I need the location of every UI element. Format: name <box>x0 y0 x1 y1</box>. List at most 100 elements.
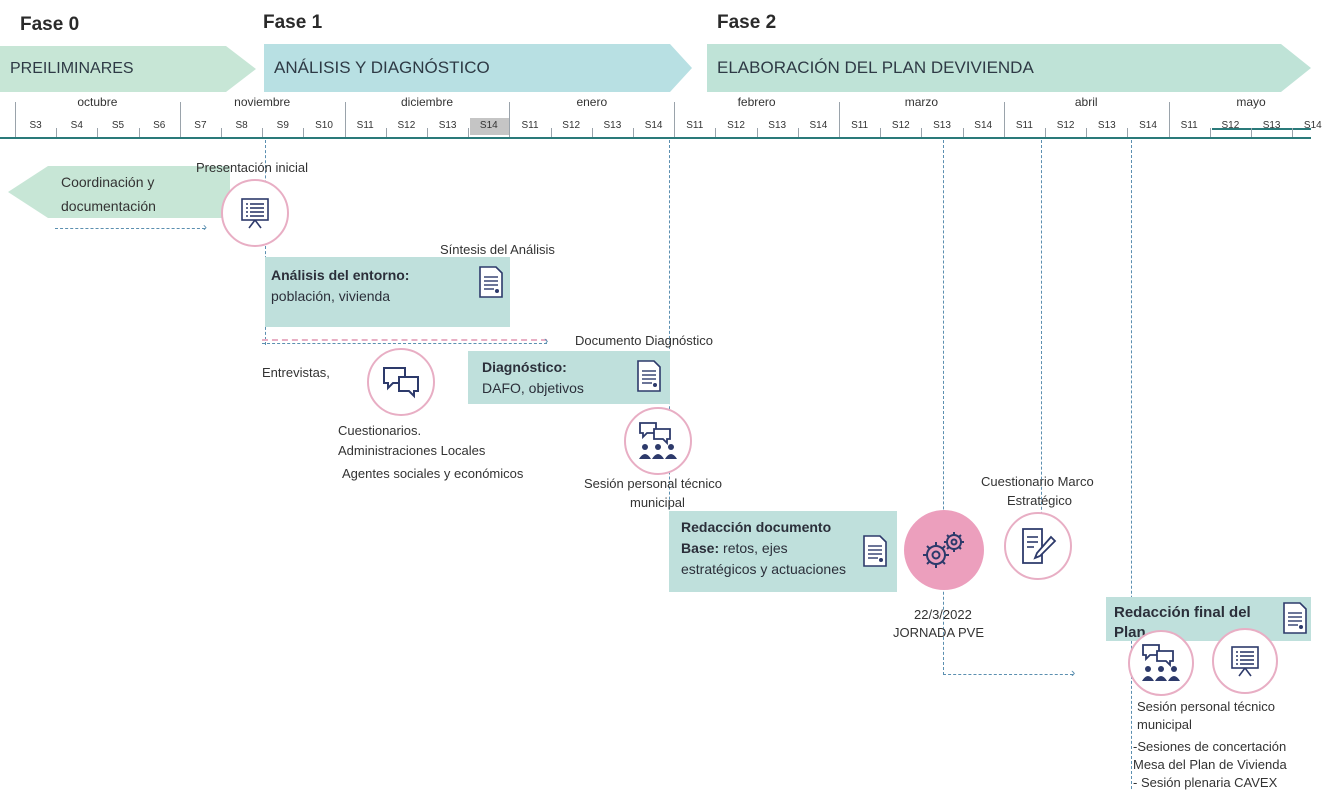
week-tick <box>1209 128 1211 137</box>
week-label: S12 <box>727 120 745 131</box>
marzo-line <box>943 140 944 675</box>
coordination-dashed-arrow <box>55 228 205 229</box>
week-label: S12 <box>397 120 416 131</box>
week-tick <box>756 128 758 137</box>
presentacion-circle <box>221 179 289 247</box>
analisis-box: Análisis del entorno: población, viviend… <box>265 257 510 327</box>
edit-document-icon <box>1022 528 1057 564</box>
week-label: S14 <box>1303 120 1322 131</box>
week-tick <box>1127 128 1129 137</box>
week-label: S4 <box>70 120 83 131</box>
week-tick <box>262 128 264 137</box>
week-tick <box>97 128 99 137</box>
coordination-band <box>8 166 230 218</box>
week-label: S12 <box>562 120 581 131</box>
redaccion-box: Redacción documento Base: retos, ejes es… <box>669 511 897 592</box>
concertacion-label-3: - Sesión plenaria CAVEX <box>1133 775 1278 790</box>
week-label: S8 <box>235 120 248 131</box>
phase-2-band-label: ELABORACIÓN DEL PLAN DEVIVIENDA <box>717 58 1034 77</box>
coordination-label-1: Coordinación y <box>61 174 155 190</box>
week-label: S9 <box>276 120 289 131</box>
week-label: S14 <box>1139 120 1157 131</box>
redaccion-final-title: Redacción final del <box>1114 604 1251 621</box>
redaccion-final-box: Redacción final del Plan <box>1106 597 1311 641</box>
document-icon <box>1283 602 1307 634</box>
week-label: S11 <box>356 120 374 131</box>
week-tick <box>591 128 593 137</box>
week-label: S11 <box>686 120 704 131</box>
phase-2-band: ELABORACIÓN DEL PLAN DEVIVIENDA <box>707 44 1311 92</box>
redaccion-text-2: estratégicos y actuaciones <box>681 561 846 577</box>
coordination-arrowhead: › <box>203 220 207 234</box>
highlighted-week <box>470 118 510 135</box>
sesion1-label-2: municipal <box>630 495 685 510</box>
week-label: S13 <box>768 120 787 131</box>
month-label: abril <box>1074 95 1098 109</box>
sesion1-circle <box>624 407 692 475</box>
entrevistas-arrowhead: › <box>544 333 549 348</box>
week-label: S12 <box>891 120 910 131</box>
phase-1-band: ANÁLISIS Y DIAGNÓSTICO <box>264 44 692 92</box>
week-tick <box>674 102 676 137</box>
meeting-group-icon <box>1142 644 1180 681</box>
agentes-label: Agentes sociales y económicos <box>342 466 524 481</box>
presentation-board-icon <box>241 198 269 229</box>
month-label: febrero <box>737 95 776 109</box>
month-label: diciembre <box>400 95 454 109</box>
week-label: S10 <box>315 120 333 131</box>
timeline-end-marker <box>1212 128 1311 130</box>
week-tick <box>138 128 140 137</box>
week-label: S13 <box>1262 120 1281 131</box>
jornada-circle <box>904 510 984 590</box>
month-label: mayo <box>1236 95 1266 109</box>
entrevistas-blue-line <box>262 343 547 344</box>
week-tick <box>715 128 717 137</box>
week-label: S14 <box>974 120 993 131</box>
analisis-text: población, vivienda <box>271 288 391 304</box>
week-tick <box>468 128 470 137</box>
week-tick <box>633 128 634 137</box>
week-tick <box>550 128 552 137</box>
week-label: S13 <box>933 120 951 131</box>
diagnostico-box: Diagnóstico: DAFO, objetivos <box>468 351 670 404</box>
week-label: S13 <box>438 120 457 131</box>
sesion2-label-2: municipal <box>1137 717 1192 732</box>
cuestionario-marco-label-1: Cuestionario Marco <box>981 474 1094 489</box>
week-tick <box>56 128 58 137</box>
meeting-group-icon <box>639 422 677 459</box>
entrevistas-pink-line <box>262 339 547 341</box>
week-tick <box>221 128 222 137</box>
week-tick <box>427 128 428 137</box>
week-tick <box>509 102 511 137</box>
week-label: S14 <box>809 120 828 131</box>
week-tick <box>1045 128 1046 137</box>
week-tick <box>1003 102 1005 137</box>
analisis-title: Análisis del entorno: <box>271 267 410 283</box>
week-tick <box>1168 102 1170 137</box>
sesion2-label-1: Sesión personal técnico <box>1137 699 1276 714</box>
presentacion-label: Presentación inicial <box>196 160 309 175</box>
jornada-date: 22/3/2022 <box>914 607 972 622</box>
week-label: S14 <box>644 120 663 131</box>
jornada-arrowhead: › <box>1071 665 1076 680</box>
week-label: S12 <box>1056 120 1075 131</box>
cuestionarios-label: Cuestionarios. <box>338 423 422 438</box>
redaccion-text-1: retos, ejes <box>719 540 788 556</box>
week-label: S5 <box>111 120 125 131</box>
week-label: S11 <box>851 120 869 131</box>
week-tick <box>1292 128 1294 137</box>
coordination-label-2: documentación <box>61 198 156 214</box>
week-tick <box>179 102 181 137</box>
diagnostico-text: DAFO, objetivos <box>482 380 584 396</box>
diagnostico-title: Diagnóstico: <box>482 359 567 375</box>
week-label: S12 <box>1221 120 1240 131</box>
week-label: S7 <box>194 120 207 131</box>
month-label: marzo <box>904 95 939 109</box>
sesion1-label-1: Sesión personal técnico <box>584 476 723 491</box>
document-icon <box>863 535 887 567</box>
jornada-name: JORNADA PVE <box>893 625 985 640</box>
week-tick <box>921 128 923 137</box>
cuestionario-marco-label-2: Estratégico <box>1007 493 1073 508</box>
sesion-plenaria-circle <box>1212 628 1278 694</box>
week-tick <box>385 128 387 137</box>
